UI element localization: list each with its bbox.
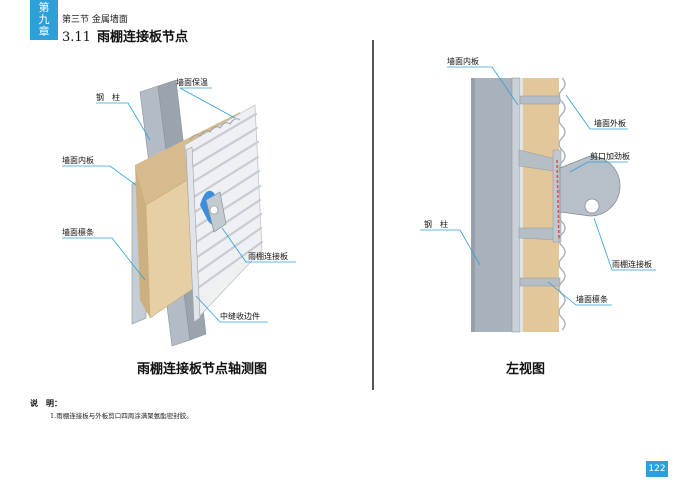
label-middle-seam-trim: 中缝收边件 xyxy=(220,312,260,321)
label-lv-canopy-plate: 雨棚连接板 xyxy=(612,260,652,269)
leader-lines xyxy=(62,66,656,323)
label-lv-cut-stiffener: 剪口加劲板 xyxy=(590,152,630,161)
notes-title: 说 明： xyxy=(30,398,62,408)
axonometric-drawing xyxy=(131,79,264,347)
label-wall-insulation: 墙面保温 xyxy=(176,78,208,87)
label-lv-wall-inner-panel: 墙面内板 xyxy=(447,57,479,66)
section-heading: 第三节 金属墙面 xyxy=(62,15,128,25)
label-canopy-plate: 雨棚连接板 xyxy=(248,252,288,261)
label-wall-purlin: 墙面檩条 xyxy=(62,228,94,237)
page-number: 122 xyxy=(646,461,668,477)
label-steel-column: 钢 柱 xyxy=(96,93,120,102)
note-item: 1.雨棚连接板与外板剪口四周涂满聚氨酯密封胶。 xyxy=(50,412,193,420)
caption-axonometric: 雨棚连接板节点轴测图 xyxy=(137,362,268,377)
label-lv-wall-outer-panel: 墙面外板 xyxy=(594,119,626,128)
caption-left-view: 左视图 xyxy=(506,362,546,377)
label-lv-wall-purlin: 墙面檩条 xyxy=(576,295,608,304)
left-view-drawing xyxy=(471,77,621,333)
label-lv-steel-column: 钢 柱 xyxy=(424,220,448,229)
title-number: 3.11 xyxy=(62,30,91,45)
chapter-tab: 第 九 章 xyxy=(30,0,58,40)
vertical-divider xyxy=(372,40,374,390)
label-wall-inner-panel: 墙面内板 xyxy=(62,156,94,165)
page-title: 3.11 雨棚连接板节点 xyxy=(62,26,188,45)
title-text: 雨棚连接板节点 xyxy=(96,30,188,45)
